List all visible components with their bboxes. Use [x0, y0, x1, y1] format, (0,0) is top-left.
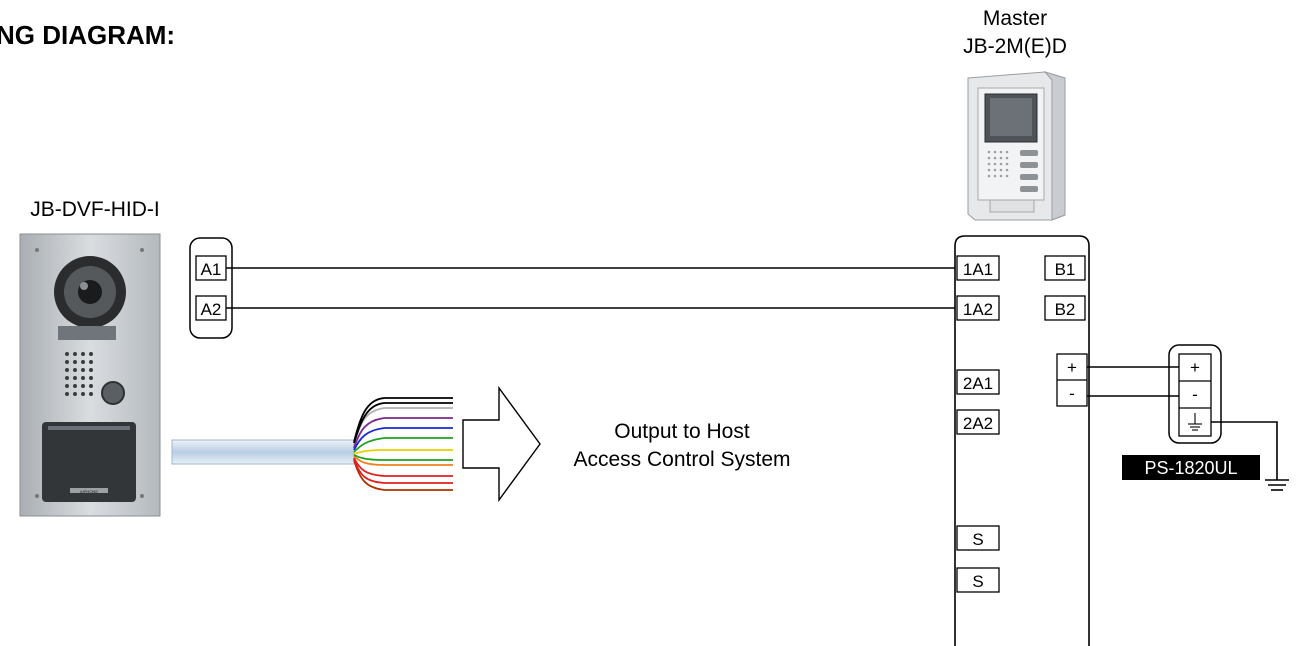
terminal-s1: S	[972, 530, 983, 549]
page-title: NG DIAGRAM:	[0, 20, 175, 50]
ps-ground-symbol	[1188, 413, 1202, 431]
ps-label: PS-1820UL	[1144, 458, 1237, 478]
terminal-b2: B2	[1055, 300, 1076, 319]
terminal-minus: -	[1069, 384, 1075, 403]
terminal-box	[1044, 295, 1086, 321]
terminal-box	[956, 567, 1000, 593]
terminal-b1: B1	[1055, 260, 1076, 279]
ps-label-bg	[1122, 455, 1260, 480]
terminal-s2: S	[972, 572, 983, 591]
door-terminal-a1: A1	[201, 260, 222, 279]
terminal-box	[1044, 255, 1086, 281]
terminal-box	[956, 369, 1000, 395]
ground-wire	[1211, 421, 1278, 480]
terminal-2a2: 2A2	[963, 414, 993, 433]
power-supply-block	[1168, 344, 1222, 444]
master-terminal-block	[954, 235, 1090, 646]
terminal-1a1: 1A1	[963, 260, 993, 279]
terminal-box	[956, 255, 1000, 281]
master-model: JB-2M(E)D	[963, 35, 1067, 58]
door-station-label: JB-DVF-HID-I	[30, 198, 160, 221]
terminal-2a1: 2A1	[963, 374, 993, 393]
door-station-icon: AIPHONE	[19, 233, 161, 517]
terminal-1a2: 1A2	[963, 300, 993, 319]
output-wires	[353, 397, 453, 491]
master-monitor-icon	[967, 71, 1066, 221]
output-cable	[171, 439, 355, 465]
terminal-plus: +	[1067, 358, 1077, 377]
arrow-icon	[462, 385, 541, 503]
ground-icon	[1265, 479, 1289, 491]
door-station-logo: AIPHONE	[80, 489, 98, 494]
terminal-box	[956, 295, 1000, 321]
output-line2: Access Control System	[573, 448, 790, 471]
ps-terminal-minus: -	[1192, 385, 1198, 404]
master-title: Master	[983, 7, 1047, 30]
ps-terminal-plus: +	[1190, 358, 1200, 377]
output-line1: Output to Host	[614, 420, 750, 443]
door-terminal-a2: A2	[201, 300, 222, 319]
terminal-box	[956, 409, 1000, 435]
door-terminal-box	[195, 295, 227, 321]
terminal-box	[956, 525, 1000, 551]
door-terminal-block	[189, 237, 233, 339]
